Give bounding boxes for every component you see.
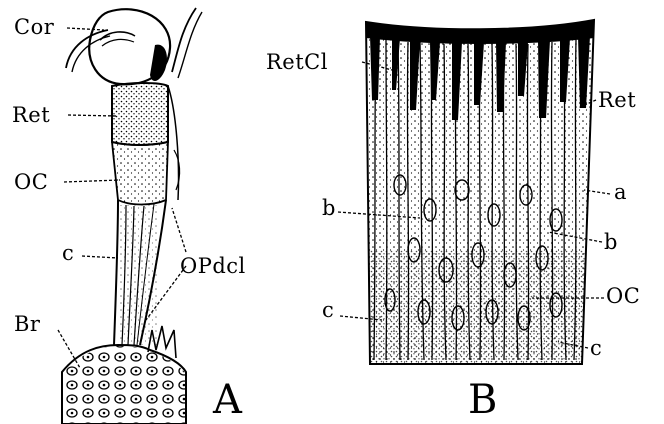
label-c-a: c	[62, 243, 74, 264]
label-c-right-b: c	[590, 338, 602, 359]
label-opdcl: OPdcl	[180, 256, 246, 277]
label-br: Br	[14, 314, 40, 335]
label-c-left-b: c	[322, 300, 334, 321]
panel-a-drawing	[62, 8, 202, 424]
label-oc-a: OC	[14, 172, 48, 193]
label-ret-a: Ret	[12, 105, 50, 126]
label-cor: Cor	[14, 17, 54, 38]
label-retcl: RetCl	[266, 52, 328, 73]
panel-b-drawing	[366, 20, 594, 364]
panel-a-letter: A	[213, 380, 242, 420]
label-b-right: b	[604, 232, 618, 253]
label-b-left: b	[322, 198, 336, 219]
label-oc-b: OC	[606, 286, 640, 307]
label-a: a	[614, 182, 627, 203]
label-ret-b: Ret	[598, 90, 636, 111]
panel-b-letter: B	[468, 380, 497, 420]
